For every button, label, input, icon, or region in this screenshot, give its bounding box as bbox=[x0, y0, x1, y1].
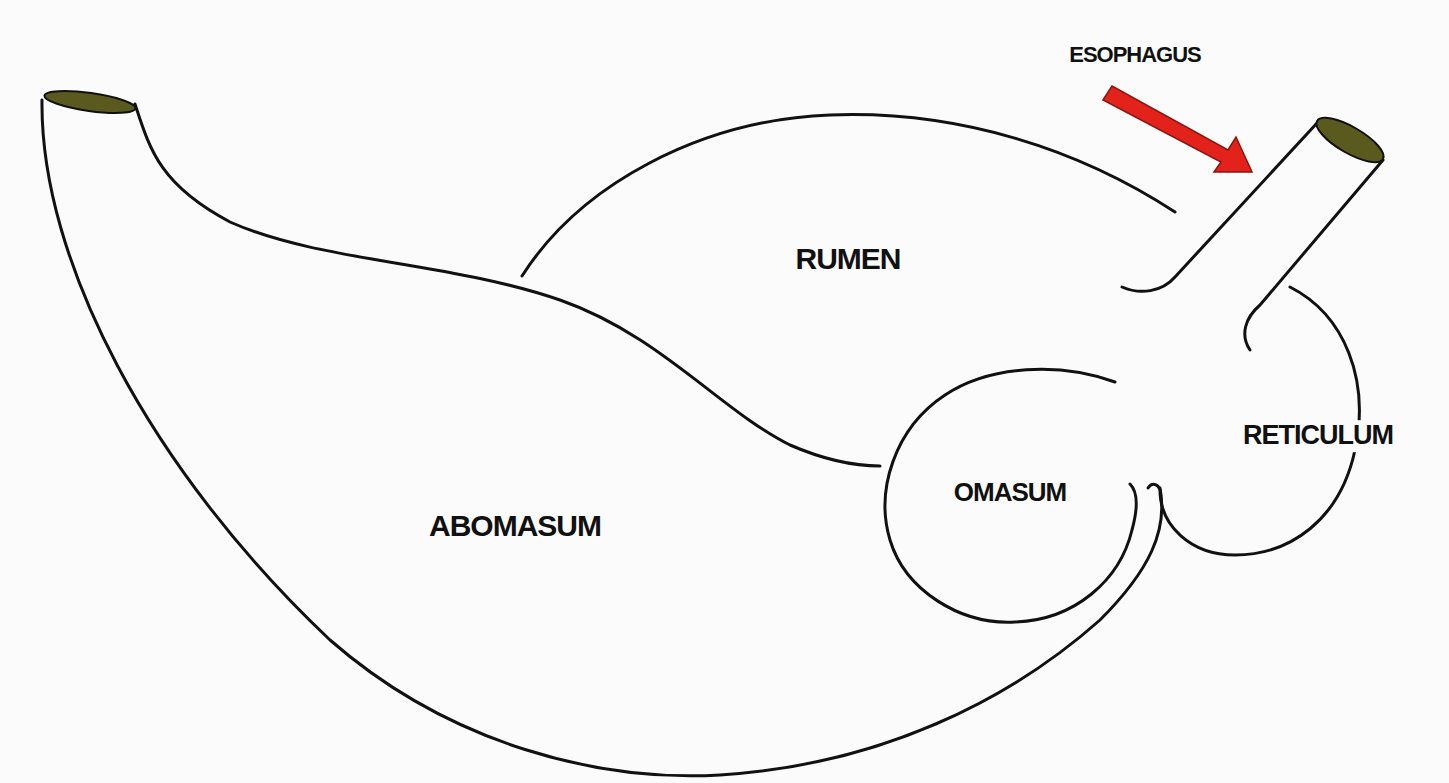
pointer-arrow bbox=[1103, 86, 1252, 172]
part-label: ABOMASUM bbox=[425, 508, 605, 543]
tube-opening bbox=[43, 87, 137, 118]
part-label: RETICULUM bbox=[1239, 420, 1397, 452]
abomasum-outline bbox=[42, 100, 1162, 776]
part-label: OMASUM bbox=[950, 477, 1070, 508]
esophagus-wall bbox=[1245, 160, 1383, 350]
omasum-outline bbox=[885, 369, 1136, 622]
part-label: RUMEN bbox=[792, 241, 905, 276]
abomasum-upper-wall bbox=[135, 104, 880, 466]
part-label: ESOPHAGUS bbox=[1065, 42, 1205, 68]
rumen-outline bbox=[522, 115, 1175, 276]
tube-opening bbox=[1311, 110, 1390, 171]
